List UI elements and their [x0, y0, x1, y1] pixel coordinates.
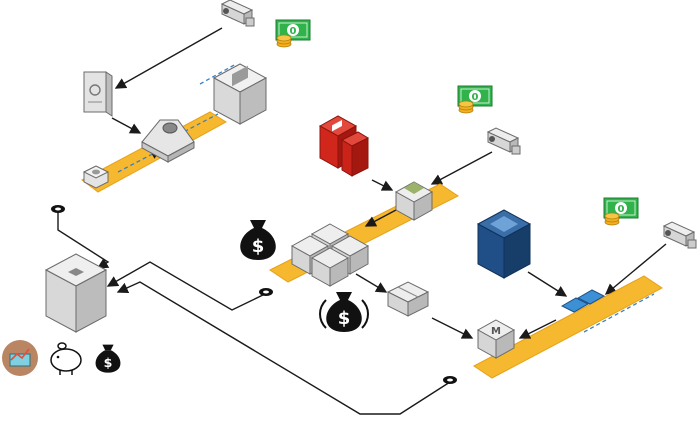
arrow-packages-to-m-machine	[431, 317, 474, 339]
red-server-stack	[318, 115, 370, 177]
security-camera-2	[487, 127, 521, 155]
arrow-camera-to-server	[114, 27, 223, 89]
cylinder-unit	[212, 63, 268, 125]
server-tower	[83, 71, 113, 117]
conveyor-belt-3	[473, 275, 663, 379]
packages-stack	[386, 281, 430, 317]
prism-machine	[141, 119, 195, 163]
cash-with-coins-1	[275, 19, 311, 48]
connector-lines	[57, 27, 667, 415]
piggy-bank-icon	[50, 342, 82, 375]
dashed-guide-2	[583, 293, 655, 333]
cash-with-coins-2	[457, 85, 493, 114]
security-camera-3	[663, 221, 697, 249]
money-bag-1	[240, 220, 276, 260]
arrow-server-to-prism	[111, 117, 142, 134]
connector-nodes	[51, 205, 457, 384]
arrow-red-to-terminal	[371, 179, 394, 191]
money-bag-small-icon	[95, 344, 121, 373]
link-conveyor2-to-warehouse	[106, 261, 266, 311]
money-bag-2	[319, 292, 369, 332]
warehouse-building	[44, 253, 108, 333]
link-conveyor3-to-warehouse	[116, 281, 451, 415]
hex-node-1	[82, 165, 110, 189]
m-machine: M	[477, 319, 515, 359]
wallet-chart-icon	[2, 340, 38, 376]
blue-server-stack	[476, 209, 532, 279]
link-conveyor1-to-warehouse	[57, 212, 110, 269]
arrow-cubes-to-packages	[355, 273, 388, 293]
tablets-on-belt	[560, 289, 606, 313]
terminal-unit	[395, 181, 433, 221]
cash-with-coins-3	[603, 197, 639, 226]
arrow-camera-to-terminal	[430, 151, 493, 185]
arrow-blue-to-tablets	[527, 271, 568, 297]
m-machine-label: M	[491, 326, 501, 337]
arrow-camera-to-tablets	[604, 243, 667, 295]
security-camera-1	[221, 0, 255, 27]
